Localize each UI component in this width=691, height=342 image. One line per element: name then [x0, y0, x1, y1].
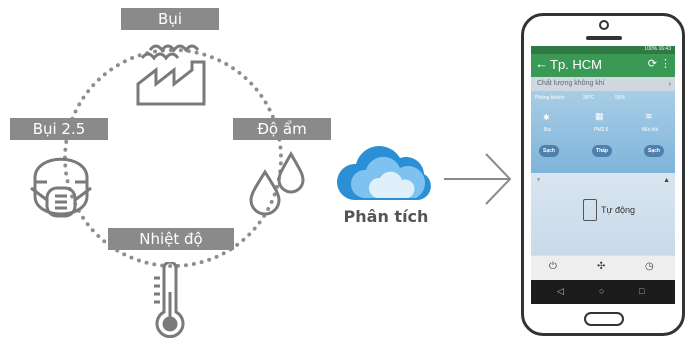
status-bar: 100% 16:43 [531, 46, 675, 54]
face-mask-icon [30, 157, 92, 218]
sensor-panel: Phòng khách 28°C 55% ✱ ▦ ≋ Bụi PM2.5 Mùi… [531, 91, 675, 173]
wifi-icon: ▲ [663, 177, 670, 184]
pm25-sensor-icon: ▦ [595, 111, 604, 121]
nav-back-icon[interactable]: ◁ [557, 286, 564, 296]
more-menu-icon[interactable]: ⋮ [660, 58, 671, 70]
fan-icon[interactable]: ✣ [597, 261, 606, 272]
dust-label: Bụi [121, 8, 219, 30]
power-icon[interactable]: ⏻ [549, 261, 557, 272]
factory-icon [136, 44, 206, 106]
analyze-label: Phân tích [343, 207, 429, 226]
status-bar-text: 100% 16:43 [644, 46, 671, 52]
air-quality-row[interactable]: Chất lượng không khí › [531, 77, 675, 91]
odor-status-badge: Sạch [644, 145, 664, 157]
cloud-icon [336, 146, 431, 200]
back-arrow-icon[interactable]: ← [535, 56, 548, 71]
humidity-label: Độ ẩm [233, 118, 331, 140]
nav-home-icon[interactable]: ○ [599, 286, 605, 296]
odor-sensor-icon: ≋ [645, 111, 653, 121]
air-quality-label: Chất lượng không khí [537, 80, 605, 87]
android-nav-bar: ◁ ○ □ [531, 280, 675, 304]
timer-icon[interactable]: ◷ [645, 261, 654, 272]
nav-recents-icon[interactable]: □ [639, 286, 645, 296]
dust-sensor-icon: ✱ [543, 113, 550, 122]
bottom-controls: ⏻ ✣ ◷ [531, 255, 675, 280]
sensor-label-pm25: PM2.5 [594, 127, 609, 133]
sensor-label-odor: Mùi hôi [642, 127, 659, 133]
thermometer-icon [154, 262, 185, 339]
mode-label[interactable]: Tự động [601, 205, 636, 215]
arrow-right-icon [444, 153, 512, 205]
sensor-label-dust: Bụi [544, 127, 552, 133]
water-droplets-icon [249, 150, 305, 216]
pm25-status-badge: Thấp [592, 145, 612, 157]
room-humidity: 55% [615, 95, 626, 101]
room-temp: 28°C [583, 95, 595, 101]
temperature-label: Nhiệt độ [108, 228, 234, 250]
city-title: Tp. HCM [550, 57, 602, 72]
app-bar: ← Tp. HCM ⟳ ⋮ [531, 54, 675, 77]
pm25-label: Bụi 2.5 [10, 118, 108, 140]
fan-speed-icon[interactable]: ♆ [536, 177, 542, 184]
phone-home-button [584, 312, 624, 326]
air-purifier-icon [583, 199, 597, 221]
dust-status-badge: Sạch [539, 145, 559, 157]
chevron-right-icon: › [668, 79, 671, 88]
control-area: ♆ ▲ Tự động [531, 173, 675, 255]
phone-speaker [586, 36, 622, 40]
phone-camera [599, 20, 609, 30]
phone-screen: 100% 16:43 ← Tp. HCM ⟳ ⋮ Chất lượng khôn… [531, 46, 675, 304]
room-label: Phòng khách [535, 95, 565, 101]
refresh-icon[interactable]: ⟳ [647, 58, 657, 70]
